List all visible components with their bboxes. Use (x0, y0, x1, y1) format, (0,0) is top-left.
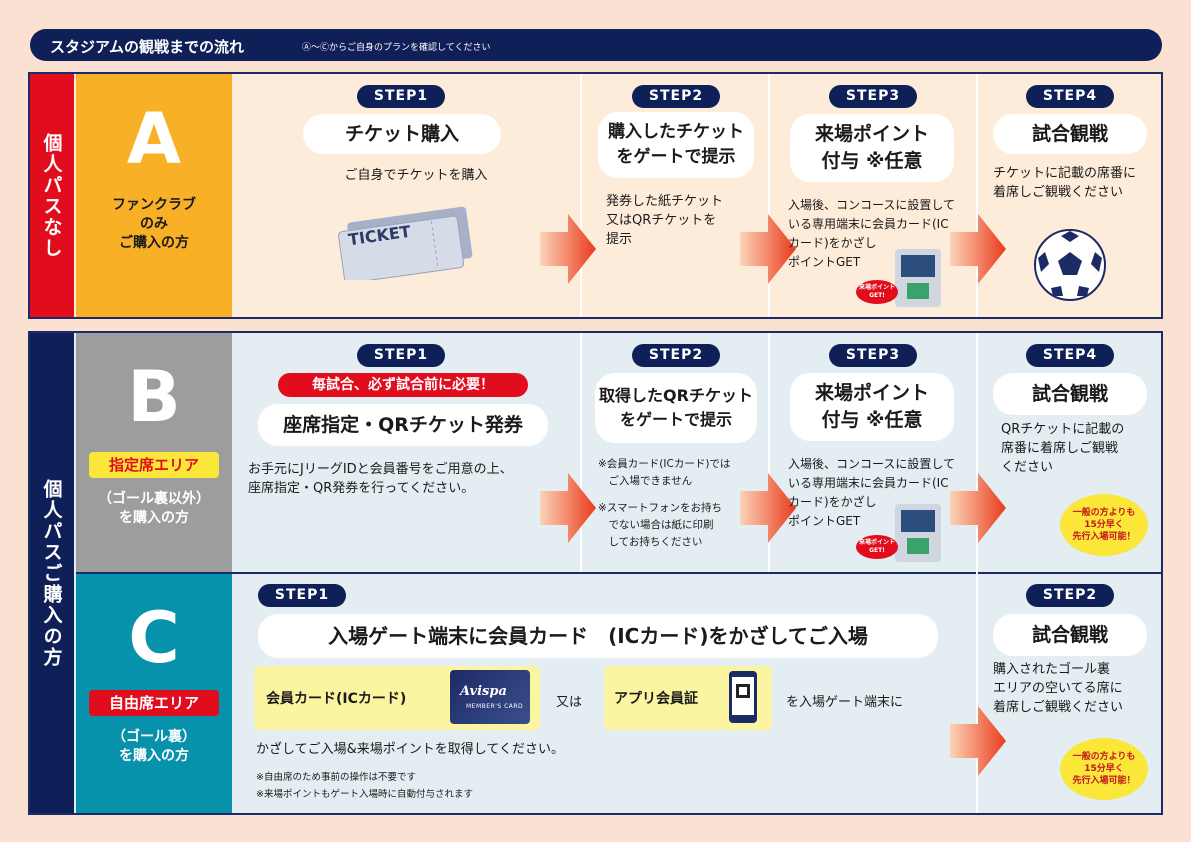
step-tag: STEP4 (1026, 344, 1114, 367)
divider (976, 333, 978, 813)
divider (976, 74, 978, 317)
terminal-icon (895, 249, 941, 307)
to-gate-text: を入場ゲート端末に (786, 695, 904, 710)
side-label-no-pass: 個人パスなし (30, 74, 74, 317)
step-tag: STEP3 (829, 344, 917, 367)
point-get-badge: 来場ポイント GET! (856, 535, 898, 559)
step-tag: STEP2 (632, 85, 720, 108)
divider (580, 333, 582, 572)
arrow-icon (540, 473, 596, 543)
step-text: 発券した紙チケット 又はQRチケットを 提示 (606, 194, 724, 247)
step-text: かざしてご入場&来場ポイントを取得してください。 (256, 742, 564, 757)
step-text: QRチケットに記載の 席番に着席しご観戦 ください (1001, 422, 1125, 475)
step-title: 入場ゲート端末に会員カード (ICカード)をかざしてご入場 (258, 614, 938, 658)
step-title: チケット購入 (303, 114, 501, 154)
step-tag: STEP1 (357, 85, 445, 108)
terminal-icon (895, 504, 941, 562)
step-text: チケットに記載の席番に 着席しご観戦ください (993, 166, 1137, 200)
step-title: 来場ポイント 付与 ※任意 (790, 114, 954, 182)
arrow-icon (540, 214, 596, 284)
plan-b-label: （ゴール裏以外） を購入の方 (98, 491, 210, 526)
step-tag: STEP1 (258, 584, 346, 607)
step-text: 購入されたゴール裏 エリアの空いてる席に 着席しご観戦ください (993, 662, 1124, 715)
divider (76, 572, 1161, 574)
step-title: 購入したチケット をゲートで提示 (598, 112, 754, 178)
divider (768, 333, 770, 572)
step-title: 試合観戦 (993, 114, 1147, 154)
step-text: 入場後、コンコースに設置して いる専用端末に会員カード(IC カード)をかざし … (788, 457, 956, 528)
plan-a-label: ファンクラブ のみ ご購入の方 (112, 197, 196, 251)
step-tag: STEP1 (357, 344, 445, 367)
step-tag: STEP2 (632, 344, 720, 367)
step-title: 試合観戦 (993, 373, 1147, 415)
app-card-label: アプリ会員証 (614, 691, 698, 707)
step-text: ご自身でチケットを購入 (344, 168, 488, 183)
smartphone-icon (729, 671, 757, 723)
side-label-pass: 個人パスご購入の方 (30, 333, 74, 813)
step-title: 取得したQRチケット をゲートで提示 (595, 373, 757, 443)
area-badge-reserved: 指定席エリア (89, 452, 219, 478)
arrow-icon (950, 214, 1006, 284)
point-get-badge: 来場ポイント GET! (856, 280, 898, 304)
soccer-ball-icon (1034, 229, 1106, 301)
step-tag: STEP2 (1026, 584, 1114, 607)
or-text: 又は (556, 695, 583, 710)
step-tag: STEP3 (829, 85, 917, 108)
step-note: ※自由席のため事前の操作は不要です (256, 772, 416, 783)
plan-letter-c: C (128, 597, 180, 679)
step-text: 入場後、コンコースに設置して いる専用端末に会員カード(IC カード)をかざし … (788, 198, 956, 269)
step-title: 試合観戦 (993, 614, 1147, 656)
member-card-caption: MEMBER'S CARD (466, 703, 524, 710)
early-entry-badge: 一般の方よりも 15分早く 先行入場可能！ (1060, 738, 1148, 800)
area-badge-free: 自由席エリア (89, 690, 219, 716)
plan-a-column (76, 74, 232, 317)
banner-title: スタジアムの観戦までの流れ (50, 38, 244, 56)
banner-subtitle: Ⓐ〜Ⓒからご自身のプランを確認してください (302, 43, 491, 53)
step-title: 座席指定・QRチケット発券 (258, 404, 548, 446)
step-note: ※会員カード(ICカード)では ご入場できません (598, 458, 731, 487)
ticket-icon (338, 206, 473, 280)
arrow-icon (740, 214, 796, 284)
arrow-icon (740, 473, 796, 543)
member-card-brand: Avispa (460, 684, 507, 699)
divider (580, 74, 582, 317)
step-note: ※スマートフォンをお持ち でない場合は紙に印刷 してお持ちください (598, 502, 722, 548)
arrow-icon (950, 473, 1006, 543)
member-card-label: 会員カード(ICカード) (266, 691, 407, 707)
step-tag: STEP4 (1026, 85, 1114, 108)
step-title: 来場ポイント 付与 ※任意 (790, 373, 954, 441)
member-card-image (450, 670, 530, 724)
header-banner (30, 29, 1162, 61)
divider (768, 74, 770, 317)
plan-letter-b: B (127, 356, 181, 438)
early-entry-badge: 一般の方よりも 15分早く 先行入場可能！ (1060, 494, 1148, 556)
notice-badge: 毎試合、必ず試合前に必要！ (278, 373, 528, 397)
arrow-icon (950, 706, 1006, 776)
step-text: お手元にJリーグIDと会員番号をご用意の上、 座席指定・QR発券を行ってください… (248, 462, 513, 496)
plan-c-label: （ゴール裏） を購入の方 (112, 729, 196, 764)
plan-letter-a: A (126, 98, 182, 180)
step-note: ※来場ポイントもゲート入場時に自動付与されます (256, 789, 473, 800)
